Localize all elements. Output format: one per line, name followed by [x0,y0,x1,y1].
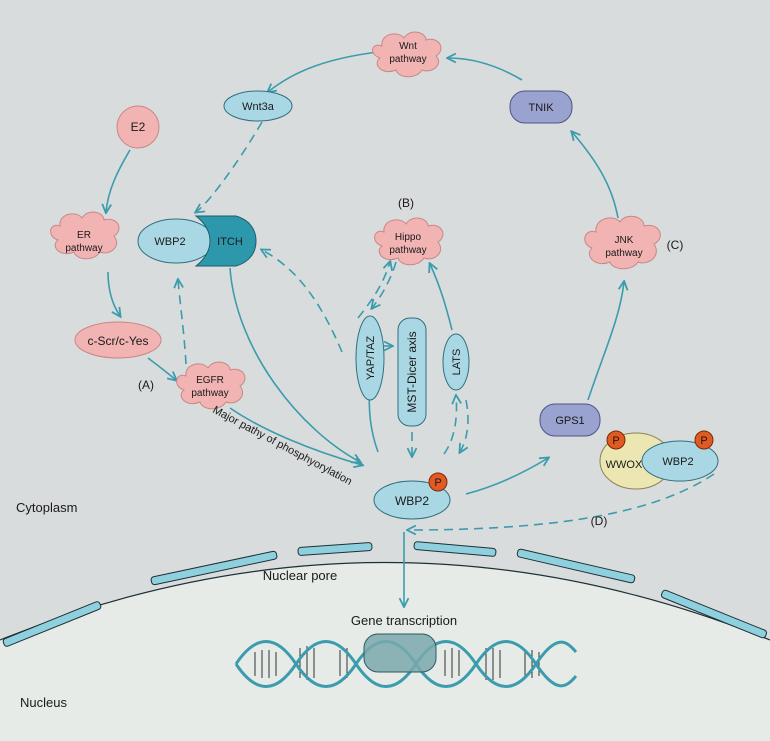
arrow-er-to-cscr [107,271,120,316]
arrow-lats-to-hippo [430,264,453,331]
gps1-node: GPS1 [539,403,601,437]
wnt-pathway-label-2: pathway [389,54,426,65]
panel-label-c: (C) [667,238,684,252]
jnk-pathway-label-1: JNK [615,235,634,246]
mst-dicer-label: MST-Dicer axis [405,331,419,412]
yap-taz-node: YAP/TAZ [355,315,385,401]
er-pathway-node: ER pathway [50,211,120,260]
arrow-gps1-to-jnk [587,282,624,401]
e2-node: E2 [116,105,160,149]
dashed-arrows [178,121,715,530]
phospho-badge-center [428,472,448,492]
c-scr-node: c-Scr/c-Yes [74,321,162,359]
dna-helix [234,633,578,688]
phospho-label-wwox: P [612,435,619,447]
wbp2-itch-itch-label: ITCH [217,236,243,248]
phospho-badge-wwox [606,430,626,450]
wnt3a-node: Wnt3a [223,90,293,122]
egfr-pathway-node: EGFR pathway [176,361,246,410]
phospho-label-wbp2-right: P [700,435,707,447]
arrow-egfr-to-wbp2-itch [178,280,187,365]
phospho-label-center: P [434,477,441,489]
arrow-yap-to-hippo [357,262,390,319]
nuclear-envelope [0,561,770,641]
wwox-wbp2-shape [641,440,719,482]
arrow-hippo-to-yap [372,261,397,308]
arrows [106,51,624,606]
lats-label: LATS [451,349,463,376]
c-scr-label: c-Scr/c-Yes [88,334,149,348]
wwox-wbp2-label: WBP2 [662,456,693,468]
wbp2-itch-wbp2-label: WBP2 [154,236,185,248]
lats-node: LATS [442,333,470,391]
arrow-cscr-to-egfr [147,357,176,380]
er-pathway-label-2: pathway [65,243,102,254]
nuclear-envelope-segments [2,541,768,647]
wwox-wbp2-complex: WWOX WBP2 P P [599,430,719,490]
egfr-pathway-label-1: EGFR [196,375,224,386]
mst-dicer-node: MST-Dicer axis [397,317,427,427]
jnk-pathway-node: JNK pathway [584,215,661,270]
arrow-wwox-to-wbp2 [408,473,715,530]
wbp2-itch-complex: WBP2 ITCH [137,215,257,267]
arrow-wnt3a-to-itch [196,121,263,212]
nuclear-pore-label: Nuclear pore [263,568,337,583]
transcription-complex [363,633,437,673]
arrow-wbp2-to-gps1 [465,458,548,495]
yap-taz-label: YAP/TAZ [365,336,377,380]
major-pathway-label: Major pathy of phosphyorylation [211,404,354,488]
arrow-wbp2-to-lats [443,396,457,455]
wwox-label: WWOX [606,459,643,471]
e2-label: E2 [131,120,146,134]
wbp2-center-label: WBP2 [395,494,429,508]
tnik-node: TNIK [509,90,573,124]
nucleus-label: Nucleus [20,695,67,710]
gps1-label: GPS1 [555,415,584,427]
wnt-pathway-label-1: Wnt [399,41,417,52]
arrow-jnk-to-tnik [572,132,619,219]
arrow-yap-to-itch [262,250,343,353]
arrow-egfr-to-wbp2 [229,407,362,465]
tnik-label: TNIK [528,102,554,114]
hippo-pathway-label-1: Hippo [395,232,422,243]
panel-label-b: (B) [398,196,414,210]
gene-transcription-label: Gene transcription [351,613,457,628]
cytoplasm-label: Cytoplasm [16,500,77,515]
wnt3a-label: Wnt3a [242,101,275,113]
arrow-e2-to-er [106,149,131,212]
wbp2-center-node: WBP2 P [373,472,451,520]
arrow-lats-to-wbp2 [460,399,469,452]
itch-shape [194,215,257,267]
panel-label-d: (D) [591,514,608,528]
arrow-itch-to-wbp2 [229,267,360,462]
phospho-badge-wbp2-right [694,430,714,450]
panel-label-a: (A) [138,378,154,392]
er-pathway-label-1: ER [77,230,91,241]
egfr-pathway-label-2: pathway [191,388,228,399]
arrow-tnik-to-wnt [448,58,523,81]
jnk-pathway-label-2: pathway [605,248,642,259]
wnt-pathway-node: Wnt pathway [372,31,442,78]
arrow-wnt-to-wnt3a [268,51,379,92]
hippo-pathway-label-2: pathway [389,245,426,256]
hippo-pathway-node: Hippo pathway [374,217,444,266]
